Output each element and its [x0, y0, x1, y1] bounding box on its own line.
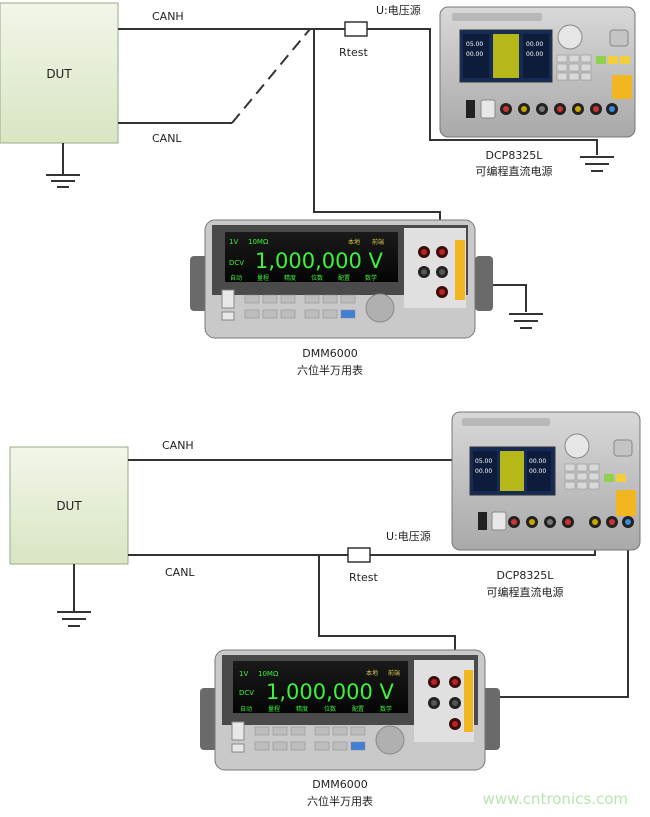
svg-text:05.00: 05.00 [475, 458, 492, 465]
dmm-softkey-label: 数学 [380, 705, 392, 713]
canl-label-top: CANL [152, 132, 182, 145]
svg-text:05.00: 05.00 [466, 41, 483, 48]
dmm-terminals-bottom[interactable] [428, 676, 461, 730]
psu-keypad-bottom[interactable] [564, 463, 600, 490]
ground-symbol-dut-bottom [57, 611, 91, 627]
dmm-softkey-label: 量程 [268, 705, 280, 713]
power-supply-bottom: 05.00 00.00 00.00 00.00 [451, 411, 641, 551]
dmm-nav-pad-bottom[interactable] [375, 725, 405, 755]
svg-text:1V: 1V [229, 238, 238, 246]
svg-text:00.00: 00.00 [529, 468, 546, 475]
dmm-softkey-label: 配置 [338, 275, 350, 282]
svg-text:1V: 1V [239, 670, 248, 678]
svg-text:前端: 前端 [388, 669, 400, 677]
dmm-screen-bottom [233, 661, 408, 713]
dmm-softkey-label: 数学 [365, 274, 377, 282]
dut-box-bottom [9, 446, 129, 565]
rtest-resistor-top [344, 21, 368, 37]
svg-text:DCV: DCV [229, 259, 244, 267]
ground-symbol-psu-top [580, 156, 614, 172]
dut-label-bottom: DUT [56, 499, 82, 513]
source-label-top: U:电压源 [376, 3, 421, 17]
svg-text:00.00: 00.00 [475, 468, 492, 475]
ground-symbol-dut-top [46, 174, 80, 188]
dut-label-top: DUT [46, 67, 72, 81]
dmm-reading-bottom: 1,000,000 V [266, 680, 395, 704]
dmm-softkey-label: 配置 [352, 706, 364, 713]
dmm-softkey-label: 位数 [324, 705, 336, 713]
watermark: www.cntronics.com [483, 790, 628, 808]
svg-text:本地: 本地 [348, 238, 360, 246]
psu-model-top: DCP8325L [486, 149, 544, 162]
dmm-terminals-top[interactable] [418, 246, 448, 298]
psu-desc-bottom: 可编程直流电源 [487, 585, 564, 599]
dut-box-top [0, 2, 119, 144]
multimeter-bottom: 1V 10MΩ 本地 前端 DCV 1,000,000 V 自动 量程 精度 位… [200, 649, 500, 771]
svg-text:前端: 前端 [372, 238, 384, 246]
canl-label-bottom: CANL [165, 566, 195, 579]
svg-text:00.00: 00.00 [526, 41, 543, 48]
psu-knob-bottom[interactable] [564, 433, 590, 459]
dmm-softkey-label: 精度 [284, 274, 296, 282]
rtest-label-bottom: Rtest [349, 571, 378, 584]
dmm-buttons-top[interactable] [244, 294, 356, 319]
svg-text:00.00: 00.00 [529, 458, 546, 465]
psu-terminals-bottom[interactable] [508, 516, 634, 528]
dmm-softkey-labels-top: 自动 量程 精度 位数 配置 数学 [230, 274, 377, 282]
canh-label-top: CANH [152, 10, 184, 23]
svg-text:本地: 本地 [366, 669, 378, 677]
top-circuit: DUT Rtest U:电压源 CANH CANL [0, 2, 636, 377]
bottom-circuit: DUT Rtest U:电压源 CANH CANL 05.00 [9, 411, 641, 808]
dmm-model-top: DMM6000 [302, 347, 357, 360]
dmm-desc-top: 六位半万用表 [297, 363, 363, 377]
dmm-screen-top [225, 232, 398, 282]
dmm-reading-top: 1,000,000 V [255, 249, 384, 273]
dmm-desc-bottom: 六位半万用表 [307, 794, 373, 808]
dmm-buttons-bottom[interactable] [254, 726, 366, 751]
canh-label-bottom: CANH [162, 439, 194, 452]
dmm-softkey-label: 量程 [257, 274, 269, 282]
dmm-softkey-label: 精度 [296, 705, 308, 713]
power-supply-top: 05.00 00.00 00.00 00.00 [439, 6, 636, 138]
ground-symbol-dmm-top [509, 313, 543, 329]
dmm-nav-pad-top[interactable] [365, 293, 395, 323]
dmm-model-bottom: DMM6000 [312, 778, 367, 791]
svg-text:DCV: DCV [239, 689, 254, 697]
source-label-bottom: U:电压源 [386, 529, 431, 543]
psu-knob-top[interactable] [557, 24, 583, 50]
psu-keypad-top[interactable] [556, 54, 592, 81]
dmm-softkey-labels-bottom: 自动 量程 精度 位数 配置 数学 [240, 705, 392, 713]
psu-model-bottom: DCP8325L [497, 569, 555, 582]
psu-terminals-top[interactable] [500, 103, 618, 115]
multimeter-top: 1V 10MΩ 本地 前端 DCV 1,000,000 V 自动 量程 精度 位… [190, 219, 493, 339]
svg-text:00.00: 00.00 [526, 51, 543, 58]
rtest-label-top: Rtest [339, 46, 368, 59]
dmm-softkey-label: 自动 [230, 274, 242, 282]
rtest-resistor-bottom [347, 547, 371, 563]
svg-text:00.00: 00.00 [466, 51, 483, 58]
psu-desc-top: 可编程直流电源 [476, 164, 553, 178]
dmm-softkey-label: 位数 [311, 274, 323, 282]
svg-text:10MΩ: 10MΩ [258, 670, 279, 678]
dmm-softkey-label: 自动 [240, 705, 252, 713]
svg-text:10MΩ: 10MΩ [248, 238, 269, 246]
